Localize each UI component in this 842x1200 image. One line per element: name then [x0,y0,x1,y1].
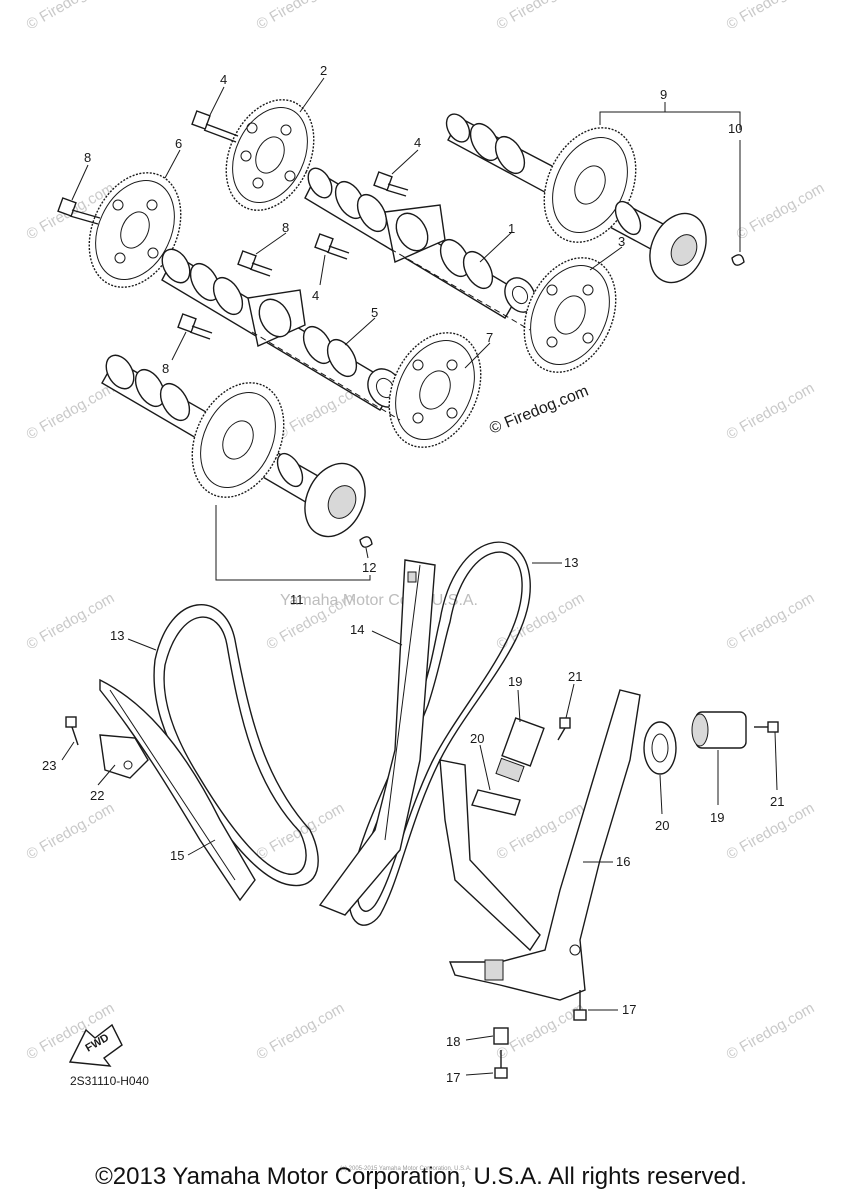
watermark: © Firedog.com [494,0,588,33]
watermark: © Firedog.com [734,179,828,243]
watermark: © Firedog.com [724,379,818,443]
callout-13-left: 13 [110,628,124,643]
watermark: © Firedog.com [254,999,348,1063]
chain-guide-15 [99,678,256,902]
callout-3: 3 [618,234,625,249]
callout-23: 23 [42,758,56,773]
callout-4-middle: 4 [414,135,421,150]
bolt-23 [65,716,79,746]
callout-4-lower: 4 [312,288,319,303]
watermark: © Firedog.com [254,0,348,33]
callout-11: 11 [290,592,304,607]
callout-8-lower: 8 [162,361,169,376]
spring-12 [359,536,373,548]
callout-17-bottom: 17 [446,1070,460,1085]
camshaft-1 [304,167,536,319]
camshaft-assembly-9 [445,113,707,284]
callout-22: 22 [90,788,104,803]
bolt-21-right [754,721,779,733]
callout-1: 1 [508,221,515,236]
watermark: © Firedog.com [724,999,818,1063]
bolt-21-left [557,717,571,741]
watermark: © Firedog.com [24,589,118,653]
callout-6: 6 [175,136,182,151]
callout-16: 16 [616,854,630,869]
cam-sprocket-2 [225,99,315,211]
bolt-4-middle [373,171,409,197]
bracket-22 [99,734,149,779]
callout-21-left: 21 [568,669,582,684]
callout-20-right: 20 [655,818,669,833]
fwd-arrow-icon: FWD [68,1023,123,1067]
tensioner-arm-16 [439,689,641,1001]
bolt-17-bottom [494,1050,508,1079]
callout-7: 7 [486,330,493,345]
spring-10 [731,254,745,266]
callout-17-right: 17 [622,1002,636,1017]
watermark: © Firedog.com [24,379,118,443]
watermark: © Firedog.com [724,589,818,653]
callout-21-right: 21 [770,794,784,809]
callout-13-right: 13 [564,555,578,570]
callout-19-left: 19 [508,674,522,689]
callouts: 1 2 3 4 4 4 5 6 7 8 8 8 9 [42,63,784,1085]
callout-14: 14 [350,622,364,637]
bolt-8-lower [177,313,213,340]
tensioner-19-right [691,711,747,749]
callout-9: 9 [660,87,667,102]
bolt-8-middle [237,250,273,277]
cam-sprocket-6 [88,172,182,288]
tensioner-19-left [495,717,545,783]
watermark: © Firedog.com [494,589,588,653]
callout-8-middle: 8 [282,220,289,235]
bolt-4-lower [314,233,350,260]
callout-10: 10 [728,121,742,136]
chain-guide-14 [318,559,436,916]
camshaft-assembly-11 [101,354,366,538]
cam-sprocket-7 [388,332,482,448]
camshaft-5 [161,248,403,411]
callout-2: 2 [320,63,327,78]
watermark: © Firedog.com [24,0,118,33]
gasket-20-right [643,721,677,775]
callout-4-top: 4 [220,72,227,87]
model-watermark: Yamaha Motor Corp, U.S.A. [280,592,478,609]
bolt-8-left [57,197,101,225]
callout-12: 12 [362,560,376,575]
collar-18 [493,1027,509,1045]
bolt-4-top [191,110,239,143]
watermark: © Firedog.com [724,0,818,33]
fine-print: (c) 2005-2015 Yamaha Motor Corporation, … [340,1166,472,1172]
gasket-20-left [471,789,521,816]
callout-15: 15 [170,848,184,863]
diagram-code: 2S31110-H040 [70,1074,149,1088]
cam-sprocket-3 [523,257,617,373]
callout-19-right: 19 [710,810,724,825]
bolt-17-right [573,990,587,1021]
watermark: © Firedog.com [24,799,118,863]
callout-18: 18 [446,1034,460,1049]
callout-5: 5 [371,305,378,320]
watermark: © Firedog.com [724,799,818,863]
copyright-notice: ©2013 Yamaha Motor Corporation, U.S.A. A… [95,1163,747,1190]
watermark-layer: © Firedog.com © Firedog.com © Firedog.co… [24,0,828,1063]
alignment-lines [251,243,531,421]
firedog-brand: © Firedog.com [487,383,591,438]
callout-8-left: 8 [84,150,91,165]
callout-20-left: 20 [470,731,484,746]
